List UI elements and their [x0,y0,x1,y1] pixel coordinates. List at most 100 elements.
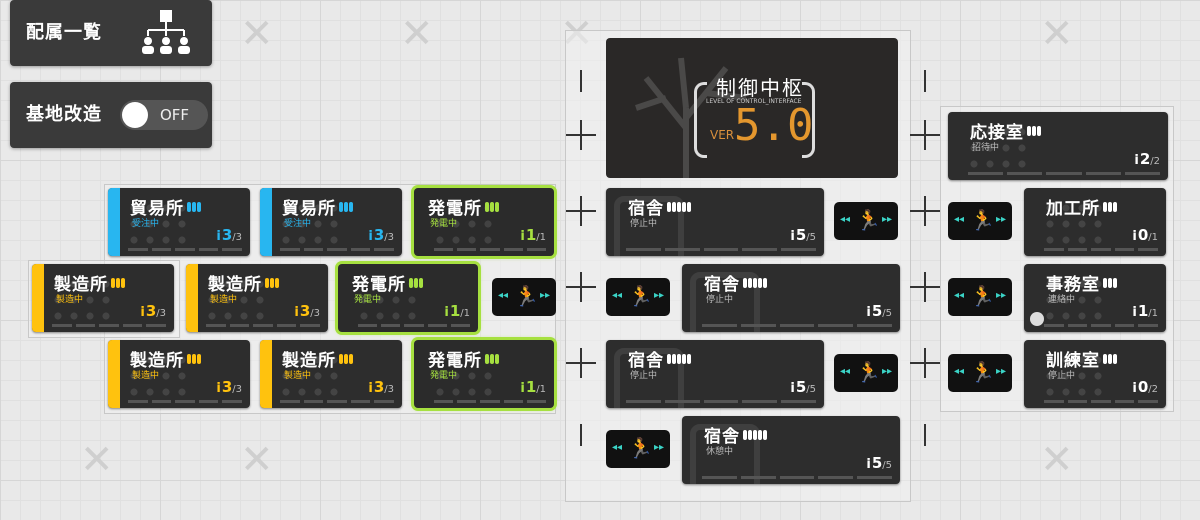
room-slot-bars [52,324,166,327]
room-level-pips [339,197,354,217]
dorm-emblem-icon [690,272,760,332]
level-pip [485,354,489,364]
level-pip [111,278,115,288]
room-name: 発電所 [428,194,500,219]
corridor-icon[interactable]: ◂◂🏃▸▸ [834,354,898,392]
room-status: 受注中 [284,219,312,229]
room-name-text: 製造所 [54,275,108,295]
room-trade2[interactable]: 貿易所受注中 i3/3 [260,188,402,256]
operator-count-max: /3 [156,308,166,319]
operator-count-current: 1 [525,226,537,244]
level-pip [753,430,757,440]
office-operator-badge-icon [1030,312,1044,326]
operator-count-max: /3 [310,308,320,319]
room-level-pips [1103,197,1118,217]
corridor-icon[interactable]: ◂◂🏃▸▸ [948,202,1012,240]
operator-count-current: 0 [1137,378,1149,396]
operator-count-max: /5 [882,460,892,471]
room-status: 発電中 [430,219,458,229]
assignment-list-label: 配属一覧 [26,22,102,43]
operator-count: i1/1 [1132,302,1158,320]
level-pip [197,202,201,212]
corridor-icon[interactable]: ◂◂🏃▸▸ [834,202,898,240]
level-pip [344,354,348,364]
room-slot-bars [702,324,892,327]
level-pip [495,202,499,212]
room-slot-bars [702,476,892,479]
control-center[interactable]: 制御中枢 LEVEL OF CONTROL_INTERFACE VER 5.0 [606,38,898,178]
level-pip [677,354,681,364]
operator-count-max: /3 [232,232,242,243]
corridor-icon[interactable]: ◂◂🏃▸▸ [606,278,670,316]
room-status: 製造中 [210,295,238,305]
room-level-pips [667,197,692,217]
room-slot-bars [434,248,547,251]
level-pip [748,430,752,440]
room-level-pips [187,349,202,369]
room-pattern [278,200,342,248]
level-pip [490,202,494,212]
level-pip [763,430,767,440]
operator-count-current: 2 [1139,150,1151,168]
room-name: 製造所 [282,346,354,371]
operator-count: i3/3 [368,378,394,396]
operator-icon: i [1132,381,1137,396]
corridor-icon[interactable]: ◂◂🏃▸▸ [948,354,1012,392]
level-pip [687,354,691,364]
corridor-icon[interactable]: ◂◂🏃▸▸ [492,278,556,316]
room-pattern [126,200,190,248]
level-pip [758,278,762,288]
control-level: 5.0 [734,100,814,151]
operator-count-max: /2 [1150,156,1160,167]
base-rebuild-toggle[interactable]: OFF [120,100,208,130]
corridor-icon[interactable]: ◂◂🏃▸▸ [948,278,1012,316]
level-pip [682,354,686,364]
level-pip [1103,278,1107,288]
room-type-stripe [1024,188,1036,256]
level-pip [187,354,191,364]
room-pattern [126,352,190,400]
assignment-list-button[interactable]: 配属一覧 [10,0,212,66]
operator-count-current: 5 [795,226,807,244]
room-name: 宿舎 [704,422,768,447]
room-name: 製造所 [54,270,126,295]
operator-count: i3/3 [294,302,320,320]
connector-cross [910,272,940,302]
room-name: 加工所 [1046,194,1118,219]
room-level-pips [743,273,768,293]
operator-icon: i [866,457,871,472]
room-name: 応接室 [970,118,1042,143]
operator-count: i3/3 [368,226,394,244]
operator-icon: i [368,381,373,396]
room-slot-bars [968,172,1161,175]
room-name-text: 貿易所 [282,199,336,219]
room-level-pips [1027,121,1042,141]
level-pip [667,202,671,212]
room-name-text: 宿舎 [704,275,740,295]
level-pip [409,278,413,288]
corridor-icon[interactable]: ◂◂🏃▸▸ [606,430,670,468]
level-pip [187,202,191,212]
dorm-emblem-icon [690,424,760,484]
room-status: 製造中 [132,371,160,381]
level-pip [1103,202,1107,212]
level-pip [270,278,274,288]
bg-cross-mark: ✕ [1040,437,1074,483]
room-name-text: 製造所 [130,351,184,371]
